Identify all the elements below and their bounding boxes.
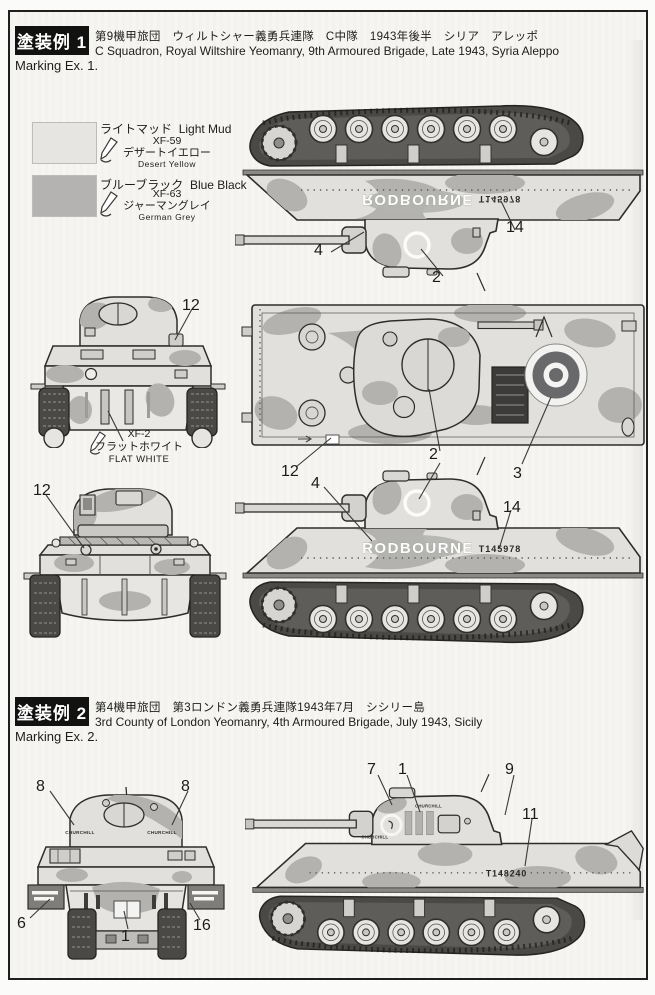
callout-16: 16 bbox=[193, 917, 211, 934]
tank-side-view-inverted: RODBOURNE T145978 bbox=[235, 103, 644, 292]
tank-name-marking: RODBOURNE bbox=[362, 191, 474, 208]
callout-4: 4 bbox=[311, 475, 320, 492]
callout-12: 12 bbox=[182, 297, 200, 314]
callout-2: 2 bbox=[429, 446, 438, 463]
roundel-marking bbox=[524, 343, 588, 407]
callout-2: 2 bbox=[432, 269, 441, 286]
tank-name-marking: RODBOURNE bbox=[362, 540, 474, 557]
marking-example-1-title-box: 塗装例 1 bbox=[15, 26, 89, 55]
callout-1: 1 bbox=[121, 928, 130, 945]
color-name-light-mud: ライトマッド Light Mud bbox=[100, 122, 232, 136]
marking-example-1-title: 塗装例 1 bbox=[16, 33, 88, 52]
unit-description-jp-1: 第9機甲旅団 ウィルトシャー義勇兵連隊 C中隊 1943年後半 シリア アレッポ bbox=[95, 31, 539, 43]
callout-12: 12 bbox=[281, 463, 299, 480]
tank-rear-view-1 bbox=[30, 296, 226, 448]
tank-side-view-1: RODBOURNE T145978 bbox=[235, 456, 644, 645]
serial-marking: T145978 bbox=[479, 194, 522, 204]
paint-brush-icon bbox=[100, 191, 118, 217]
turret-name-marking: CHURCHILL bbox=[65, 830, 95, 835]
turret-name-marking: CHURCHILL bbox=[147, 830, 177, 835]
callout-8: 8 bbox=[181, 778, 190, 795]
color-swatch-light-mud bbox=[32, 122, 97, 164]
tank-side-view-2: CHURCHILL CHURCHILL T148240 bbox=[245, 774, 644, 958]
callout-12: 12 bbox=[33, 482, 51, 499]
tank-rear-view-2: CHURCHILL CHURCHILL bbox=[27, 786, 225, 960]
unit-description-jp-2: 第4機甲旅団 第3ロンドン義勇兵連隊1943年7月 シシリー島 bbox=[95, 702, 426, 714]
scan-shadow bbox=[627, 40, 643, 920]
camouflage-patches bbox=[266, 479, 615, 573]
serial-marking: T145978 bbox=[479, 544, 522, 554]
paint-spec-xf59: XF-59 デザートイエロー Desert Yellow bbox=[123, 135, 211, 169]
turret-name-marking: CHURCHILL bbox=[415, 803, 442, 808]
paint-spec-xf63: XF-63 ジャーマングレイ German Grey bbox=[123, 188, 211, 222]
unit-description-en-2: 3rd County of London Yeomanry, 4th Armou… bbox=[95, 715, 483, 729]
marking-example-2-title: 塗装例 2 bbox=[16, 704, 88, 723]
squadron-circle-marking bbox=[403, 231, 431, 259]
tank-front-view bbox=[23, 488, 227, 638]
callout-6: 6 bbox=[17, 915, 26, 932]
callout-4: 4 bbox=[314, 242, 323, 259]
marking-ex-1-label: Marking Ex. 1. bbox=[15, 58, 99, 73]
callout-8: 8 bbox=[36, 778, 45, 795]
callout-14: 14 bbox=[506, 219, 524, 236]
callout-9: 9 bbox=[505, 761, 514, 778]
paint-spec-xf2: XF-2 フラットホワイト FLAT WHITE bbox=[95, 428, 183, 465]
color-swatch-blue-black bbox=[32, 175, 97, 217]
color-name-blue-black: ブルーブラック Blue Black bbox=[100, 178, 247, 192]
turret-name-marking: CHURCHILL bbox=[361, 835, 388, 840]
callout-11: 11 bbox=[522, 806, 539, 823]
squadron-circle-marking bbox=[403, 489, 431, 517]
paint-brush-icon bbox=[89, 431, 107, 455]
paint-brush-icon bbox=[100, 137, 118, 163]
tank-top-view bbox=[241, 304, 645, 446]
marking-example-2-title-box: 塗装例 2 bbox=[15, 697, 89, 726]
marking-ex-2-label: Marking Ex. 2. bbox=[15, 729, 99, 744]
callout-7: 7 bbox=[367, 761, 376, 778]
callout-1: 1 bbox=[398, 761, 407, 778]
serial-marking: T148240 bbox=[486, 869, 527, 879]
callout-14: 14 bbox=[503, 499, 521, 516]
small-plate-marking bbox=[325, 434, 340, 445]
squadron-insignia-marking bbox=[380, 813, 403, 837]
callout-3: 3 bbox=[513, 465, 522, 482]
unit-description-en-1: C Squadron, Royal Wiltshire Yeomanry, 9t… bbox=[95, 44, 560, 58]
